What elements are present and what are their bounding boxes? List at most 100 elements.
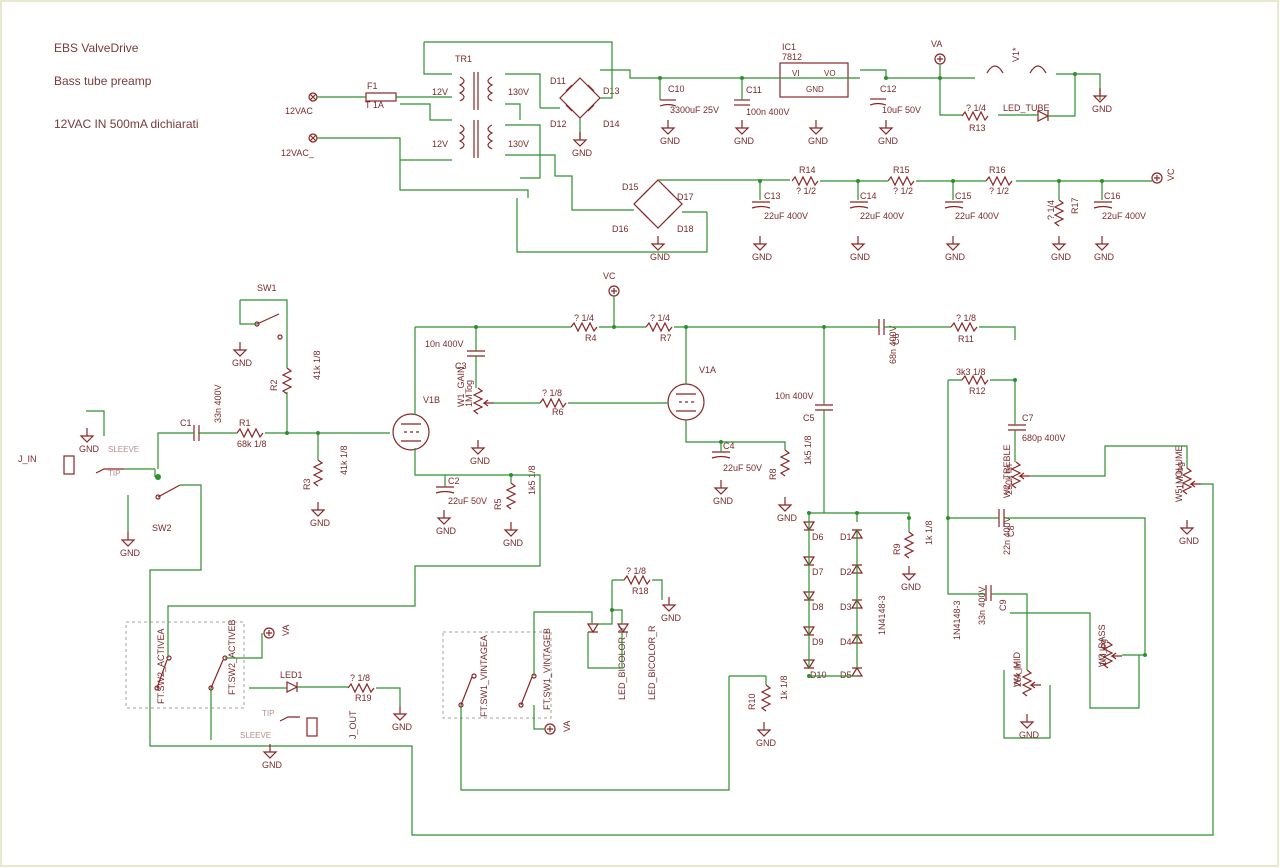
potentiometer-w1-gain[interactable]: W1_GAIN 1M log	[456, 366, 494, 415]
potentiometer-w2-treble[interactable]: W2_TREBLE 250k lin	[1002, 444, 1030, 498]
resistor-r5[interactable]: R5 1k5 1/8	[493, 465, 537, 510]
resistor-r3[interactable]: R3 41k 1/8	[302, 445, 349, 490]
bridge-rectifier-d15-d18[interactable]: D15 D17 D16 D18	[612, 179, 694, 234]
svg-text:22uF 50V: 22uF 50V	[723, 463, 762, 473]
va-node-active[interactable]: VA	[263, 625, 291, 639]
svg-text:VA: VA	[931, 39, 942, 49]
gnd-symbol: GND	[503, 522, 524, 548]
capacitor-c10[interactable]: C10 3300uF 25V	[659, 84, 719, 115]
capacitor-c2[interactable]: C2 22uF 50V	[435, 476, 487, 506]
capacitor-c9[interactable]: 33n 400V C9	[977, 585, 1008, 625]
gnd-symbol: GND	[734, 120, 755, 146]
capacitor-c7[interactable]: C7 680p 400V	[1008, 413, 1066, 443]
potentiometer-w5-volume[interactable]: W5_VOLUME 1M log	[1174, 445, 1201, 502]
bridge-rectifier-d11-d14[interactable]: D11 D13 D12 D14	[550, 76, 620, 129]
svg-text:VC: VC	[1166, 168, 1176, 181]
tube-heater-v1[interactable]: V1*	[986, 47, 1047, 74]
footswitch-active[interactable]: FT.SW2_ACTIVEA FT.SW2_ACTIVEB	[125, 619, 245, 709]
ac-input-2[interactable]: 12VAC_	[281, 133, 318, 158]
svg-text:TIP: TIP	[262, 709, 274, 718]
resistor-r13[interactable]: ? 1/4 R13	[961, 103, 989, 133]
resistor-r9[interactable]: R9 1k 1/8	[892, 520, 934, 559]
svg-text:D16: D16	[612, 224, 629, 234]
resistor-r4[interactable]: ? 1/4 R4	[570, 313, 598, 343]
resistor-r2[interactable]: R2 41k 1/8	[269, 350, 322, 395]
gnd-symbol: GND	[850, 236, 871, 262]
potentiometer-w4-mid[interactable]: W4_MID 25k lin	[1012, 651, 1041, 697]
svg-text:FT.SW1_VINTAGEA: FT.SW1_VINTAGEA	[479, 635, 489, 717]
svg-text:GND: GND	[470, 456, 491, 466]
svg-text:C5: C5	[803, 413, 815, 423]
jack-input[interactable]: J_IN SLEEVE TIP	[18, 445, 139, 478]
resistor-r14[interactable]: R14 ? 1/2	[791, 165, 819, 196]
regulator-ic1[interactable]: IC1 7812 VI VO GND	[779, 42, 849, 98]
svg-text:D14: D14	[603, 119, 620, 129]
switch-sw2[interactable]: SW2	[152, 474, 181, 533]
resistor-r10[interactable]: R10 1k 1/8	[747, 675, 789, 712]
va-supply-node[interactable]: VA	[931, 39, 946, 65]
header: EBS ValveDrive Bass tube preamp 12VAC IN…	[54, 41, 199, 131]
capacitor-c16[interactable]: C16 22uF 400V	[1093, 191, 1146, 221]
gnd-symbol: GND	[756, 722, 777, 748]
svg-text:C8: C8	[1006, 525, 1016, 537]
resistor-r18[interactable]: ? 1/8 R18	[623, 566, 651, 596]
gnd-symbol: GND	[650, 236, 671, 262]
footswitch-vintage[interactable]: FT.SW1_VINTAGEA FT.SW1_VINTAGEB	[442, 628, 552, 719]
led-tube[interactable]: LED_TUBE	[1003, 103, 1050, 122]
vc-node-preamp[interactable]: VC	[603, 271, 620, 297]
clipping-diodes-left[interactable]: D6 D7 D8 D9 D10 1N4148-3	[802, 521, 887, 680]
capacitor-c8[interactable]: 22n 400V C8	[998, 509, 1016, 555]
resistor-r16[interactable]: R16 ? 1/2	[985, 165, 1013, 196]
led1[interactable]: LED1	[280, 670, 303, 693]
resistor-r7[interactable]: ? 1/4 R7	[645, 313, 673, 343]
svg-text:1k5 1/8: 1k5 1/8	[803, 435, 813, 465]
tube-v1b[interactable]: V1B	[392, 395, 440, 451]
svg-text:D10: D10	[810, 670, 827, 680]
capacitor-c14[interactable]: C14 22uF 400V	[849, 191, 904, 221]
capacitor-c13[interactable]: C13 22uF 400V	[751, 191, 808, 221]
svg-text:SW1: SW1	[257, 283, 277, 293]
svg-text:GND: GND	[660, 136, 681, 146]
power-junctions	[658, 72, 1104, 183]
gnd-symbol: GND	[1051, 236, 1072, 262]
resistor-r1[interactable]: R1 68k 1/8	[236, 418, 267, 449]
resistor-r15[interactable]: R15 ? 1/2	[887, 165, 915, 196]
svg-text:R13: R13	[969, 123, 986, 133]
fuse-f1[interactable]: F1 T 1A	[365, 81, 397, 110]
tube-v1a[interactable]: V1A	[667, 365, 716, 421]
potentiometer-w3-bass[interactable]: W3_BASS 1M log	[1097, 624, 1122, 669]
resistor-r8[interactable]: R8 1k5 1/8	[768, 435, 813, 480]
capacitor-c15[interactable]: C15 22uF 400V	[944, 191, 999, 221]
svg-text:R1: R1	[239, 418, 251, 428]
resistor-r12[interactable]: 3k3 1/8 R12	[956, 367, 989, 396]
svg-text:GND: GND	[734, 136, 755, 146]
vc-supply-node[interactable]: VC	[1151, 168, 1176, 184]
capacitor-c12[interactable]: C12 10uF 50V	[869, 84, 921, 115]
resistor-r17[interactable]: ? 1/4 R17	[1046, 197, 1080, 227]
svg-text:GND: GND	[572, 148, 593, 158]
svg-text:D8: D8	[812, 602, 824, 612]
resistor-r11[interactable]: ? 1/8 R11	[950, 313, 978, 344]
resistor-r19[interactable]: ? 1/8 R19	[347, 673, 375, 703]
resistor-r6[interactable]: ? 1/8 R6	[539, 388, 567, 417]
svg-text:GND: GND	[503, 538, 524, 548]
switch-sw1[interactable]: SW1	[254, 283, 283, 340]
svg-text:VA: VA	[562, 721, 572, 732]
svg-text:GND: GND	[310, 518, 331, 528]
svg-text:1N4148-3: 1N4148-3	[877, 595, 887, 635]
capacitor-c6[interactable]: 68n 400V C6	[878, 319, 901, 364]
svg-text:GND: GND	[262, 760, 283, 770]
svg-text:D7: D7	[812, 567, 824, 577]
svg-text:W4_MID: W4_MID	[1012, 651, 1022, 687]
svg-text:? 1/2: ? 1/2	[893, 186, 913, 196]
ac-input-1[interactable]: 12VAC	[285, 92, 318, 116]
capacitor-c4[interactable]: C4 22uF 50V	[711, 441, 762, 473]
svg-text:GND: GND	[661, 613, 682, 623]
va-node-vintage[interactable]: VA	[544, 721, 572, 735]
jack-output[interactable]: J_OUT SLEEVE TIP	[240, 709, 358, 740]
gnd-symbol: GND	[392, 706, 413, 732]
svg-text:R8: R8	[768, 468, 778, 480]
transformer-tr1[interactable]: TR1 12V 12V 130V 130V	[432, 54, 529, 158]
svg-text:C11: C11	[746, 85, 762, 95]
